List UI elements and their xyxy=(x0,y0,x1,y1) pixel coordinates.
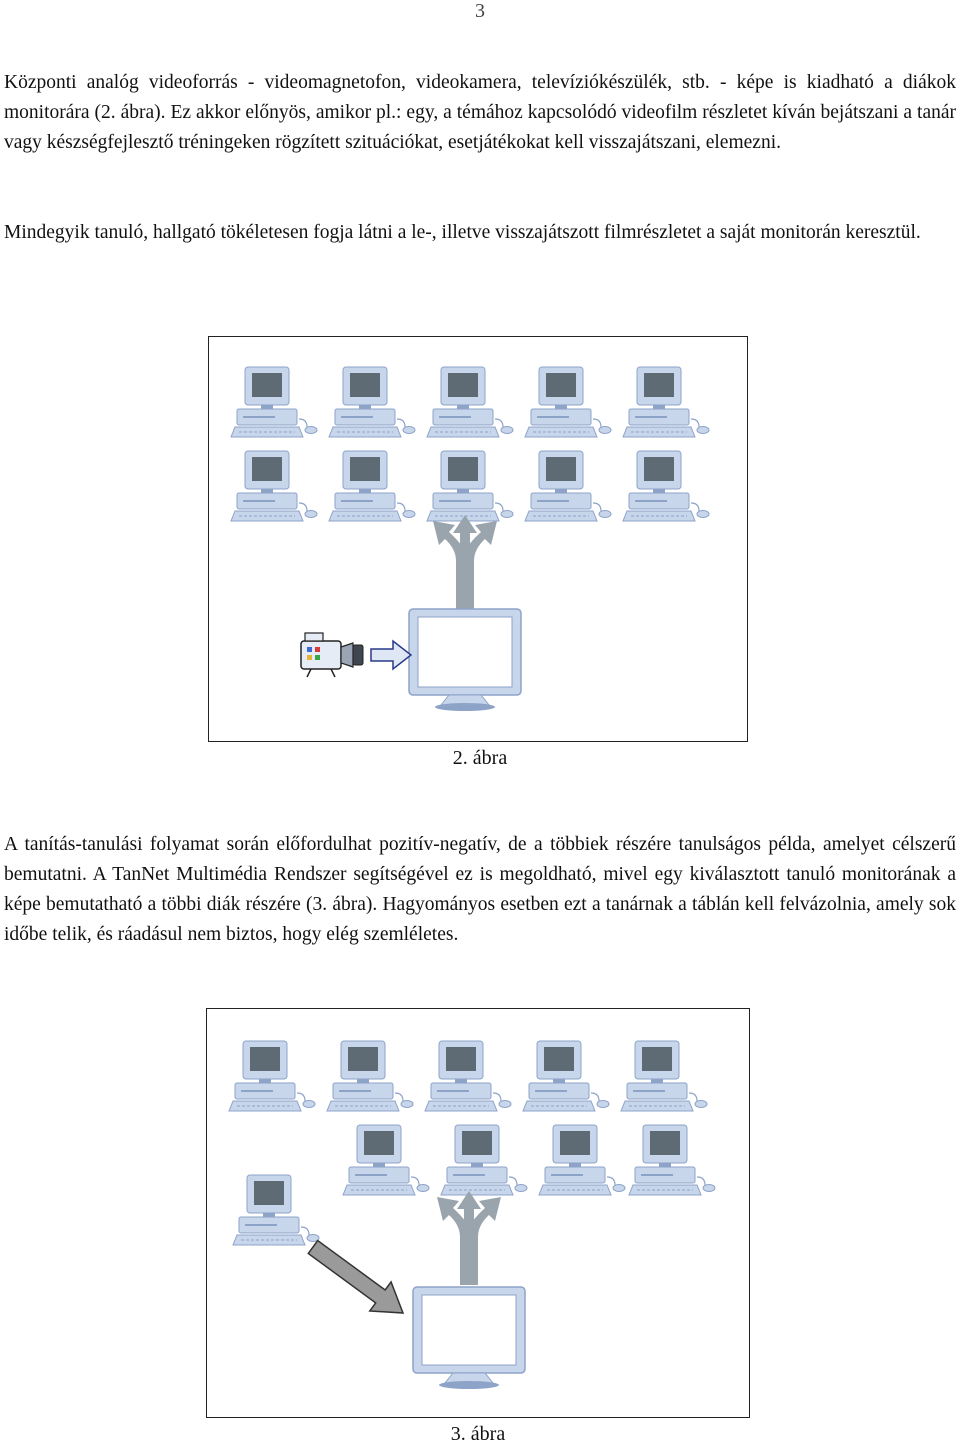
student-computer-icon-r2-2 xyxy=(328,450,416,522)
student-computer-icon-r2-4 xyxy=(524,450,612,522)
student-computer-icon-r1-3 xyxy=(424,1040,512,1112)
student-computer-icon-r1-5 xyxy=(622,366,710,438)
student-computer-icon-r2-5 xyxy=(622,450,710,522)
selected-student-computer-icon xyxy=(232,1174,320,1246)
teacher-monitor-icon xyxy=(408,608,522,711)
student-computer-icon-r1-1 xyxy=(228,1040,316,1112)
right-arrow-icon xyxy=(370,639,413,671)
three-way-arrow-icon xyxy=(437,1191,501,1285)
diagonal-arrow-icon xyxy=(307,1239,405,1314)
figure-3-caption: 3. ábra xyxy=(450,1423,506,1445)
student-computer-icon-r1-2 xyxy=(328,366,416,438)
student-computer-icon-r2-1 xyxy=(342,1124,430,1196)
figure-3 xyxy=(206,1008,750,1418)
paragraph-2: Mindegyik tanuló, hallgató tökéletesen f… xyxy=(4,222,921,243)
paragraph-3: A tanítás-tanulási folyamat során előfor… xyxy=(4,834,956,945)
student-computer-icon-r1-5 xyxy=(620,1040,708,1112)
student-computer-icon-r2-3 xyxy=(426,450,514,522)
figure-2-caption: 2. ábra xyxy=(452,747,508,769)
student-computer-icon-r1-1 xyxy=(230,366,318,438)
page-number: 3 xyxy=(475,0,485,22)
student-computer-icon-r1-4 xyxy=(524,366,612,438)
paragraph-1: Központi analóg videoforrás - videomagne… xyxy=(4,72,956,153)
three-way-arrow-icon xyxy=(433,515,497,609)
figure-3-diagram xyxy=(228,1040,716,1389)
student-computer-icon-r2-4 xyxy=(628,1124,716,1196)
student-computer-icon-r1-4 xyxy=(522,1040,610,1112)
student-computer-icon-r2-1 xyxy=(230,450,318,522)
student-computer-icon-r1-2 xyxy=(326,1040,414,1112)
teacher-monitor-icon xyxy=(412,1286,526,1389)
student-computer-icon-r1-3 xyxy=(426,366,514,438)
student-computer-icon-r2-2 xyxy=(440,1124,528,1196)
figure-2-diagram xyxy=(230,366,710,711)
student-computer-icon-r2-3 xyxy=(538,1124,626,1196)
video-camera-icon xyxy=(300,632,364,678)
figure-2 xyxy=(208,336,748,742)
